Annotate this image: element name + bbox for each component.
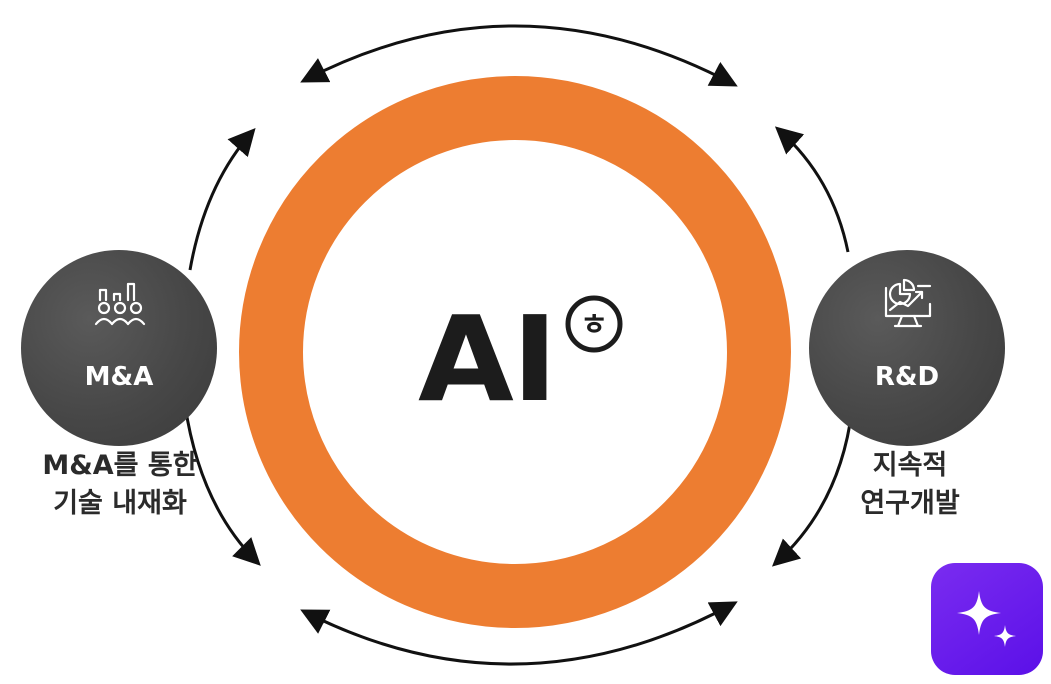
- caption-ma: M&A를 통한 기술 내재화: [20, 447, 220, 523]
- arrow-left-upper: [188, 127, 256, 271]
- node-rd: R&D: [809, 250, 1005, 446]
- caption-rd-line2: 연구개발: [860, 488, 960, 519]
- arrow-bottom: [300, 601, 738, 666]
- hangul-badge: ㅎ: [565, 295, 623, 353]
- node-ma: M&A: [21, 250, 217, 446]
- people-growth-icon: [94, 282, 146, 326]
- arrow-right-upper: [774, 126, 850, 253]
- sparkle-icon: [957, 591, 1016, 647]
- center-title: AI: [418, 290, 558, 428]
- caption-ma-line1: M&A를 통한: [42, 450, 198, 481]
- arrow-top: [300, 24, 738, 87]
- node-rd-label: R&D: [874, 362, 940, 392]
- orange-ring: [239, 76, 791, 628]
- caption-rd-line1: 지속적: [872, 450, 948, 481]
- caption-ma-line2: 기술 내재화: [53, 488, 187, 519]
- ai-assistant-button[interactable]: [931, 563, 1043, 675]
- caption-rd: 지속적 연구개발: [820, 447, 1000, 523]
- node-ma-label: M&A: [84, 362, 154, 392]
- arrow-left-lower: [183, 404, 261, 566]
- chart-monitor-icon: [884, 278, 932, 328]
- arrow-right-lower: [771, 409, 854, 567]
- badge-glyph: ㅎ: [580, 308, 608, 343]
